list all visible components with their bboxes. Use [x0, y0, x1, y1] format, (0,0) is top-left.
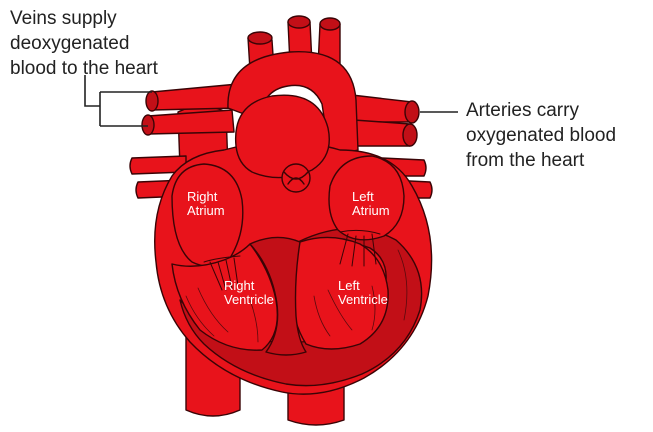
veins-callout-line2: deoxygenated: [10, 33, 129, 54]
veins-leader-line: [85, 75, 152, 126]
right-atrium-label-line2: Atrium: [187, 203, 225, 218]
heart-illustration: [130, 16, 432, 425]
left-atrium-label-line2: Atrium: [352, 203, 390, 218]
right-atrium-label-line1: Right: [187, 189, 218, 204]
pulmonary-vein-left-lower: [146, 110, 234, 134]
right-ventricle-label-line1: Right: [224, 278, 255, 293]
arteries-callout: Arteries carry oxygenated blood from the…: [466, 100, 616, 171]
veins-callout-line3: blood to the heart: [10, 58, 159, 79]
right-ventricle-label-line2: Ventricle: [224, 292, 274, 307]
left-ventricle-label-line1: Left: [338, 278, 360, 293]
left-atrium-label-line1: Left: [352, 189, 374, 204]
pulmonary-vein-left-upper: [150, 84, 238, 110]
arteries-callout-line2: oxygenated blood: [466, 125, 616, 146]
veins-callout: Veins supply deoxygenated blood to the h…: [10, 8, 159, 79]
left-ventricle-label-line2: Ventricle: [338, 292, 388, 307]
pulmonary-trunk: [236, 95, 330, 177]
arteries-callout-line1: Arteries carry: [466, 100, 579, 121]
arteries-callout-line3: from the heart: [466, 150, 585, 171]
veins-callout-line1: Veins supply: [10, 8, 117, 29]
